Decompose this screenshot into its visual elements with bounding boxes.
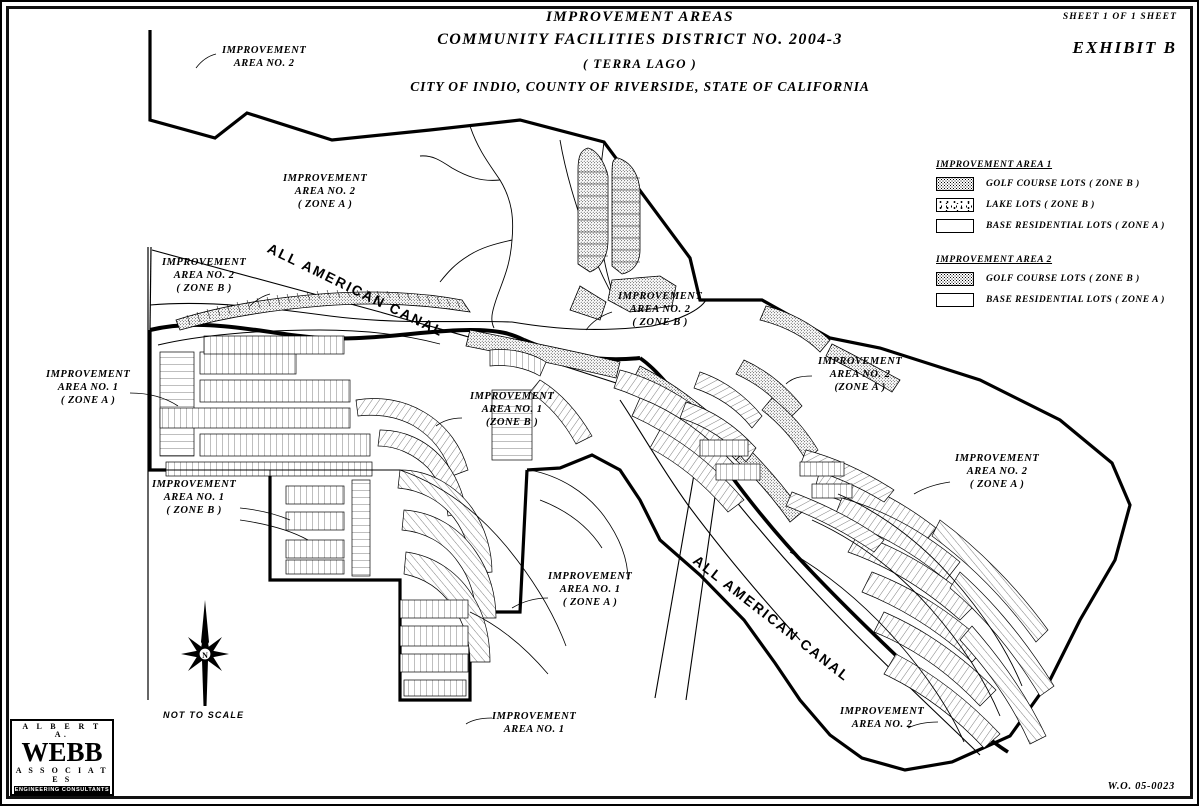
swatch-base-residential-icon <box>936 293 974 307</box>
legend-label-ia1-golf: GOLF COURSE LOTS ( ZONE B ) <box>986 179 1140 189</box>
legend-group-improvement-area-1: IMPROVEMENT AREA 1 GOLF COURSE LOTS ( ZO… <box>936 160 1176 233</box>
legend-group-improvement-area-2: IMPROVEMENT AREA 2 GOLF COURSE LOTS ( ZO… <box>936 255 1176 307</box>
map-label-ia2-top: IMPROVEMENT AREA NO. 2 <box>222 45 307 70</box>
title-line-jurisdiction: CITY OF INDIO, COUNTY OF RIVERSIDE, STAT… <box>410 79 870 94</box>
title-block: IMPROVEMENT AREAS COMMUNITY FACILITIES D… <box>330 10 950 94</box>
legend-label-ia1-base: BASE RESIDENTIAL LOTS ( ZONE A ) <box>986 221 1165 231</box>
sheet-number-note: SHEET 1 OF 1 SHEET <box>1062 12 1177 22</box>
logo-line-engineering-consultants: ENGINEERING CONSULTANTS <box>14 786 110 794</box>
map-label-ia2-zoneb-w: IMPROVEMENT AREA NO. 2 ( ZONE B ) <box>162 257 247 295</box>
legend-row-ia1-base: BASE RESIDENTIAL LOTS ( ZONE A ) <box>936 219 1176 233</box>
legend-row-ia1-lake: LAKE LOTS ( ZONE B ) <box>936 198 1176 212</box>
legend-row-ia2-golf: GOLF COURSE LOTS ( ZONE B ) <box>936 272 1176 286</box>
map-label-ia1-zoneb-w: IMPROVEMENT AREA NO. 1 ( ZONE B ) <box>152 479 237 517</box>
map-label-ia2-zonea-e: IMPROVEMENT AREA NO. 2 ( ZONE A ) <box>955 453 1040 491</box>
legend: IMPROVEMENT AREA 1 GOLF COURSE LOTS ( ZO… <box>936 160 1176 324</box>
swatch-golf-course-icon <box>936 272 974 286</box>
logo-line-associates: A S S O C I A T E S <box>15 765 109 785</box>
swatch-lake-lots-icon <box>936 198 974 212</box>
map-label-ia2-zonea-ne: IMPROVEMENT AREA NO. 2 (ZONE A ) <box>818 356 903 394</box>
legend-row-ia2-base: BASE RESIDENTIAL LOTS ( ZONE A ) <box>936 293 1176 307</box>
title-line-improvement-areas: IMPROVEMENT AREAS <box>546 9 734 25</box>
map-label-ia2-se: IMPROVEMENT AREA NO. 2 <box>840 706 925 731</box>
legend-title-area-1: IMPROVEMENT AREA 1 <box>936 160 1053 170</box>
legend-title-area-2: IMPROVEMENT AREA 2 <box>936 255 1053 265</box>
company-logo: A L B E R T A. WEBB A S S O C I A T E S … <box>10 718 114 796</box>
title-line-terra-lago: ( TERRA LAGO ) <box>583 56 697 71</box>
map-label-ia2-zoneb-c: IMPROVEMENT AREA NO. 2 ( ZONE B ) <box>618 291 703 329</box>
legend-label-ia1-lake: LAKE LOTS ( ZONE B ) <box>986 200 1095 210</box>
map-label-ia1-zonea-w: IMPROVEMENT AREA NO. 1 ( ZONE A ) <box>46 369 131 407</box>
title-line-cfd: COMMUNITY FACILITIES DISTRICT NO. 2004-3 <box>437 31 843 48</box>
north-arrow-icon: N <box>181 600 229 706</box>
north-arrow: N <box>175 598 235 715</box>
svg-text:N: N <box>202 651 208 660</box>
logo-line-webb: WEBB <box>21 737 103 768</box>
map-label-ia1-s: IMPROVEMENT AREA NO. 1 <box>492 711 577 736</box>
swatch-golf-course-icon <box>936 177 974 191</box>
map-label-ia2-zonea-nw: IMPROVEMENT AREA NO. 2 ( ZONE A ) <box>283 173 368 211</box>
legend-row-ia1-golf: GOLF COURSE LOTS ( ZONE B ) <box>936 177 1176 191</box>
logo-line-albert-a: A L B E R T A. <box>22 721 102 740</box>
map-label-ia1-zoneb-c: IMPROVEMENT AREA NO. 1 (ZONE B ) <box>470 391 555 429</box>
swatch-base-residential-icon <box>936 219 974 233</box>
legend-label-ia2-base: BASE RESIDENTIAL LOTS ( ZONE A ) <box>986 295 1165 305</box>
work-order-number: W.O. 05-0023 <box>1107 781 1175 792</box>
exhibit-label: EXHIBIT B <box>1072 38 1177 57</box>
map-label-ia1-zonea-s: IMPROVEMENT AREA NO. 1 ( ZONE A ) <box>548 571 633 609</box>
scale-note: NOT TO SCALE <box>163 710 245 720</box>
legend-label-ia2-golf: GOLF COURSE LOTS ( ZONE B ) <box>986 274 1140 284</box>
